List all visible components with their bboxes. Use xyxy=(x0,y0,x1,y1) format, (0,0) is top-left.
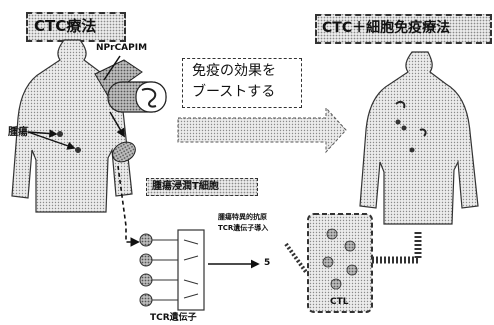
boost-arrow xyxy=(178,108,346,152)
tumor-dot-1 xyxy=(57,131,63,137)
patient-torso-right xyxy=(360,52,478,224)
device-label: NPrCAPIM xyxy=(96,44,147,53)
tumor-label: 腫瘍 xyxy=(8,128,28,138)
til-label: 腫瘍浸潤T細胞 xyxy=(152,182,219,192)
ctl-to-patient-connector xyxy=(372,232,418,260)
tcr-cell-4 xyxy=(140,294,152,306)
tcr-cell-2 xyxy=(140,254,152,266)
tcr-cell-column xyxy=(140,234,178,306)
cell-number-label: 5 xyxy=(264,259,270,268)
tcr-gene-label: TCR遺伝子 xyxy=(150,314,197,323)
vector-label-line2: TCR遺伝子導入 xyxy=(218,225,268,232)
ctl-label: CTL xyxy=(330,298,348,307)
tcr-cell-3 xyxy=(140,274,152,286)
vector-label-line1: 腫瘍特異的抗原 xyxy=(218,214,267,221)
tcr-cell-1 xyxy=(140,234,152,246)
hatch-connector xyxy=(286,244,306,272)
tumor-dot-2 xyxy=(75,147,81,153)
